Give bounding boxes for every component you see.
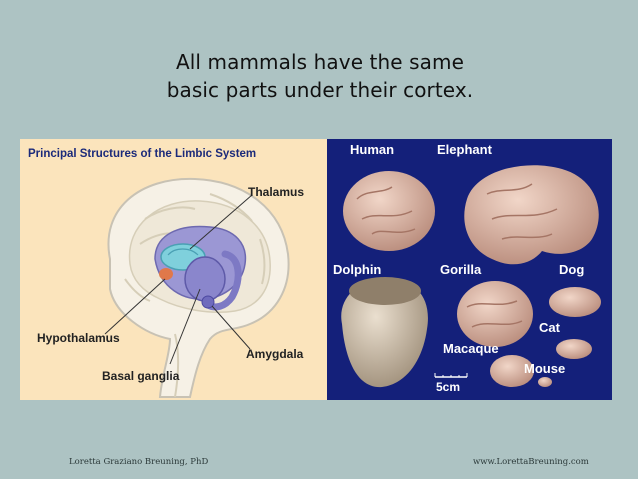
label-dolphin: Dolphin (333, 262, 381, 277)
label-thalamus: Thalamus (248, 185, 304, 199)
slide-title: All mammals have the same basic parts un… (120, 48, 520, 104)
cat-brain (556, 339, 592, 359)
label-hypothalamus: Hypothalamus (37, 331, 120, 345)
footer-website: www.LorettaBreuning.com (473, 457, 589, 467)
footer-author: Loretta Graziano Breuning, PhD (69, 457, 208, 467)
label-macaque: Macaque (443, 341, 499, 356)
hypothalamus-shape (159, 268, 173, 280)
title-line-2: basic parts under their cortex. (120, 76, 520, 104)
label-basal-ganglia: Basal ganglia (102, 369, 179, 383)
title-line-1: All mammals have the same (120, 48, 520, 76)
label-gorilla: Gorilla (440, 262, 481, 277)
mammal-brains-figure: Human Elephant Dolphin Gorilla Dog Cat M… (327, 139, 612, 400)
limbic-title: Principal Structures of the Limbic Syste… (28, 148, 256, 160)
gorilla-brain (457, 281, 533, 347)
label-scale: 5cm (436, 380, 460, 394)
label-cat: Cat (539, 320, 560, 335)
mouse-brain (538, 377, 552, 387)
label-elephant: Elephant (437, 142, 492, 157)
label-dog: Dog (559, 262, 584, 277)
label-human: Human (350, 142, 394, 157)
label-amygdala: Amygdala (246, 347, 303, 361)
human-brain (343, 171, 435, 251)
label-mouse: Mouse (524, 361, 565, 376)
basal-ganglia-shape (185, 257, 225, 301)
limbic-system-figure: Principal Structures of the Limbic Syste… (20, 139, 327, 400)
dog-brain (549, 287, 601, 317)
